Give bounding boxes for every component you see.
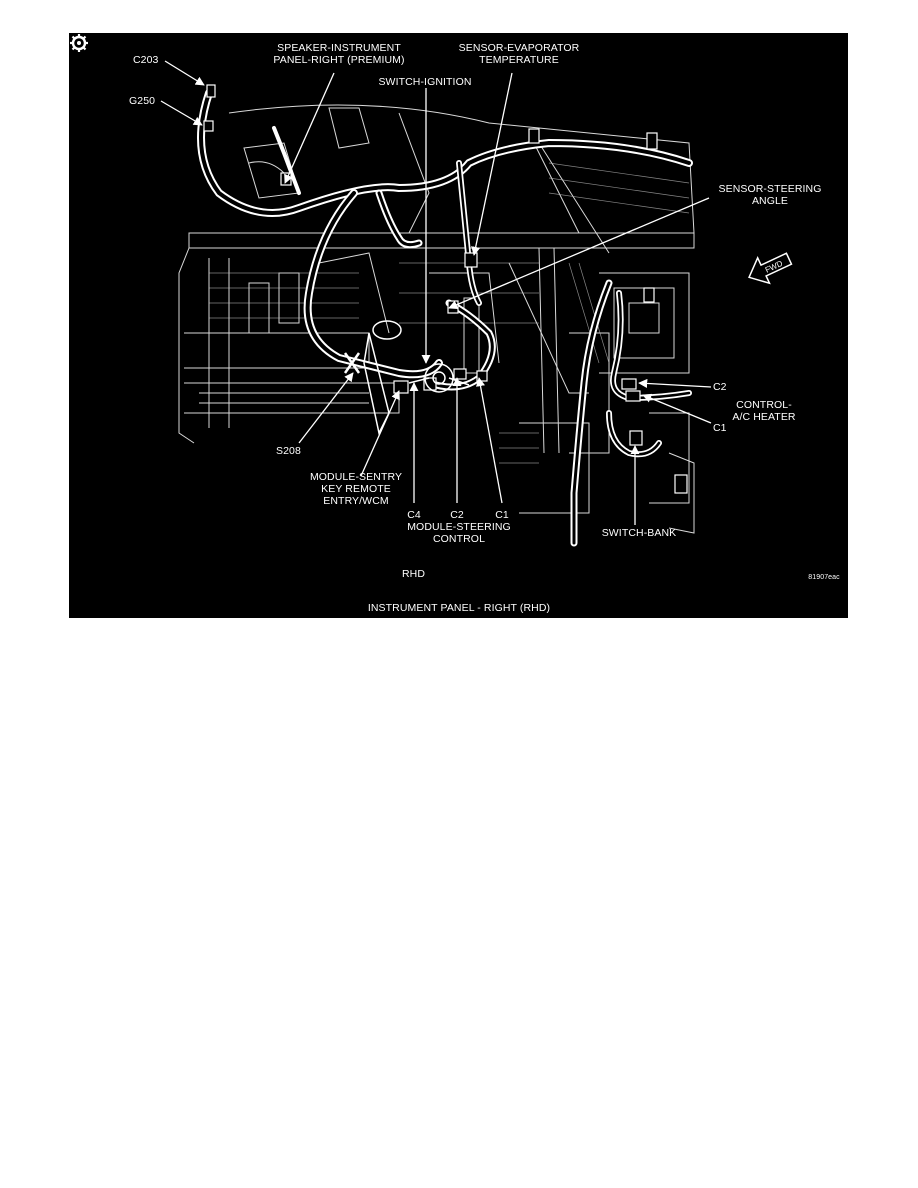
wiring-diagram-panel: FWD C203 G250 SPEAKER-INSTRUMENT PANEL-R…	[69, 33, 848, 618]
panel-structure	[178, 104, 695, 534]
label-switch-ignition: SWITCH-IGNITION	[378, 76, 472, 88]
panel-structure-dense	[209, 162, 690, 464]
label-c2-mid: C2	[450, 509, 464, 521]
label-c2-right: C2	[713, 381, 727, 393]
leader-lines	[160, 60, 712, 525]
image-code: 81907eac	[808, 574, 840, 581]
leader-steering-angle	[448, 197, 710, 309]
label-module-steering-control: MODULE-STEERING CONTROL	[407, 521, 511, 545]
label-c1-right: C1	[713, 422, 727, 434]
gear-icon	[70, 34, 88, 52]
connectors	[203, 84, 688, 494]
figure-caption: INSTRUMENT PANEL - RIGHT (RHD)	[367, 602, 551, 614]
splice-s208-marker	[343, 352, 361, 374]
leader-c203	[164, 60, 205, 86]
label-control-ac-heater: CONTROL- A/C HEATER	[732, 399, 796, 423]
label-sensor-steering-angle: SENSOR-STEERING ANGLE	[718, 183, 822, 207]
leader-c1-right	[642, 393, 712, 424]
leader-c2-right	[638, 378, 712, 388]
label-switch-bank: SWITCH-BANK	[601, 527, 677, 539]
label-module-sentry-key: MODULE-SENTRY KEY REMOTE ENTRY/WCM	[309, 471, 403, 507]
label-c4: C4	[407, 509, 421, 521]
leader-s208	[298, 372, 354, 444]
label-speaker-instrument-panel: SPEAKER-INSTRUMENT PANEL-RIGHT (PREMIUM)	[273, 42, 405, 66]
label-c203: C203	[133, 54, 159, 66]
leader-sentry	[360, 390, 400, 477]
leader-speaker	[284, 72, 335, 184]
label-g250: G250	[129, 95, 156, 107]
label-sensor-evaporator: SENSOR-EVAPORATOR TEMPERATURE	[458, 42, 580, 66]
leader-evap-sensor	[471, 72, 513, 256]
wiring-harness	[197, 89, 693, 547]
fwd-arrow-icon: FWD	[748, 252, 793, 285]
leader-g250	[160, 100, 203, 126]
label-c1-mid: C1	[495, 509, 509, 521]
leader-c1-mid	[476, 377, 503, 504]
wiring-illustration: FWD	[160, 60, 793, 547]
label-rhd: RHD	[402, 568, 426, 580]
label-s208: S208	[276, 445, 301, 457]
